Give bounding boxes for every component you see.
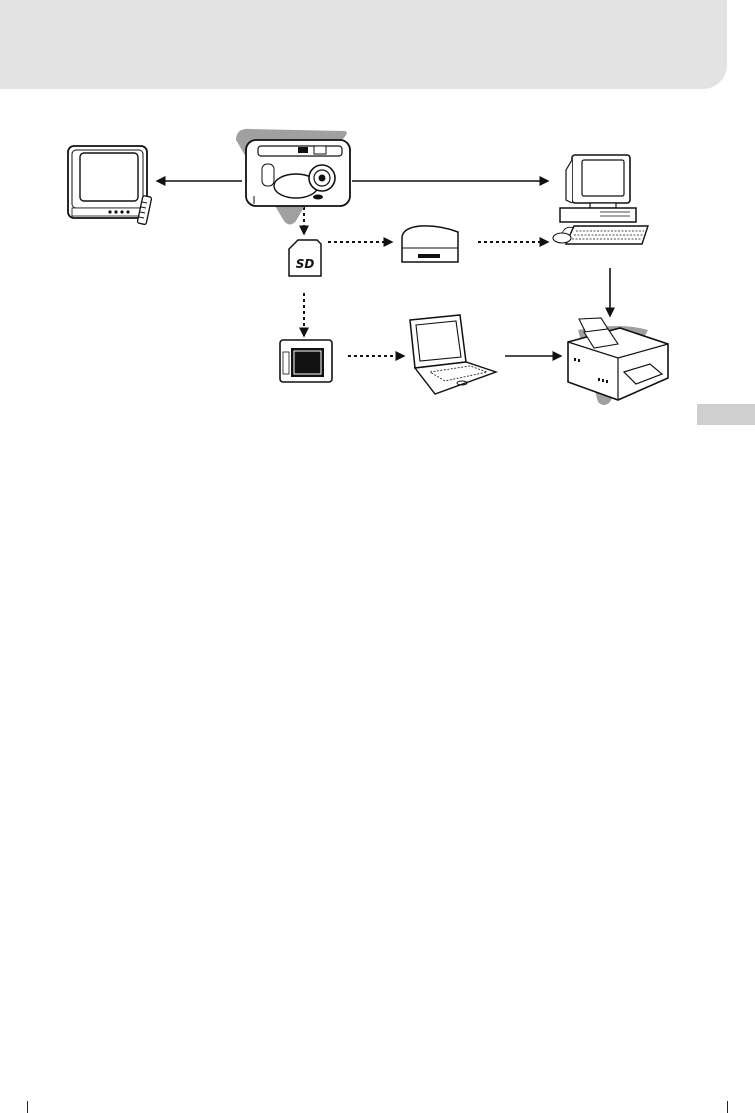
desktop-computer-icon	[553, 155, 648, 244]
laptop-computer-icon	[410, 315, 496, 394]
sd-card-label: SD	[296, 257, 315, 271]
connections	[157, 181, 610, 356]
crop-mark-right	[727, 1101, 728, 1113]
digital-camera-icon	[236, 129, 350, 225]
television-with-remote-icon	[68, 146, 152, 225]
pc-card-adapter-icon	[280, 340, 332, 382]
printer-icon	[568, 318, 668, 405]
crop-mark-left	[27, 1101, 28, 1113]
card-reader-icon	[402, 226, 458, 262]
device-connection-diagram: SD	[0, 0, 755, 420]
sd-card-icon: SD	[289, 240, 321, 276]
